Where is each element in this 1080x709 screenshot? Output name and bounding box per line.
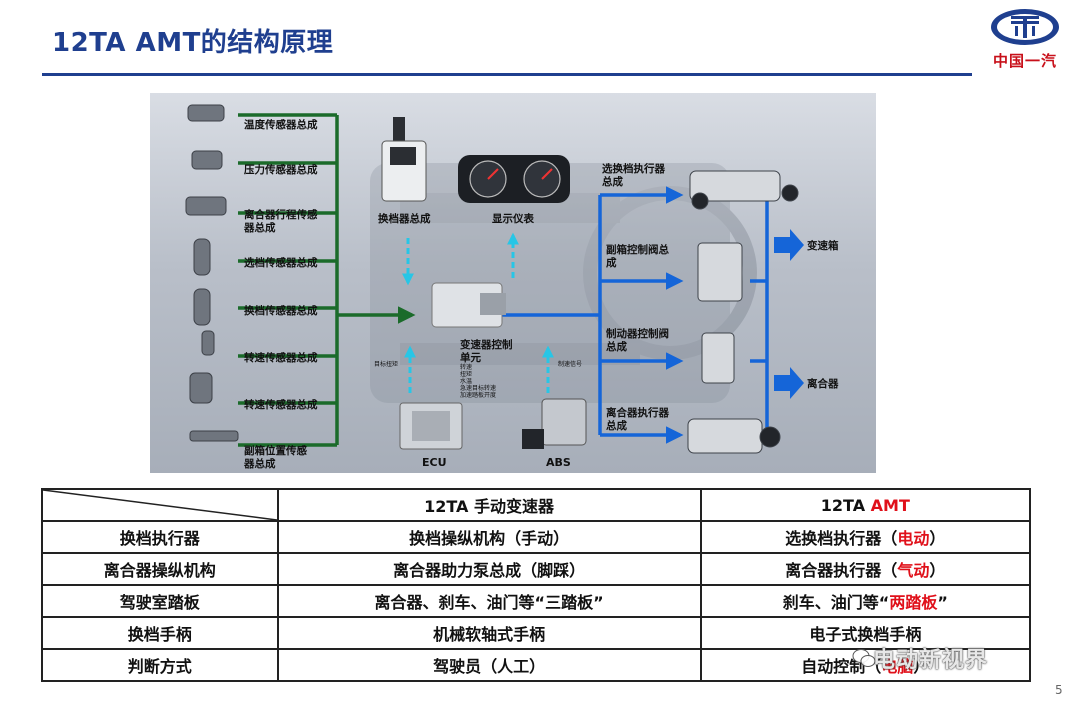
amt-structure-diagram: 温度传感器总成 压力传感器总成 离合器行程传感 器总成 选档传感器总成 换档传感… (150, 93, 876, 473)
actuator-label-select-shift: 选换档执行器 总成 (602, 163, 665, 188)
tcu-signal: 水温 (460, 378, 473, 385)
row-amt-red: 两踏板 (889, 593, 938, 612)
row-manual: 换档操纵机构（手动） (276, 520, 702, 554)
sensor-label-aux-position: 副箱位置传感 器总成 (244, 445, 307, 470)
actuator-icons (687, 170, 799, 454)
tcu-signal: 加速踏板开度 (460, 392, 497, 399)
row-amt-pre: 离合器执行器（ (785, 561, 898, 580)
row-amt-post: ” (937, 593, 948, 612)
ecu-label: ECU (422, 456, 447, 469)
header-amt: 12TA AMT (699, 488, 1032, 522)
clutch-arrow (774, 367, 804, 399)
table-row: 驾驶室踏板 离合器、刹车、油门等“三踏板” 刹车、油门等“两踏板” (41, 584, 1032, 618)
brand-text: 中国一汽 (992, 52, 1057, 70)
row-amt-red: 气动 (897, 561, 930, 580)
row-manual: 机械软轴式手柄 (276, 616, 702, 650)
sensor-label-select: 选档传感器总成 (244, 257, 318, 269)
comparison-table: 12TA 手动变速器 12TA AMT 换档执行器 换档操纵机构（手动） 选换档… (41, 488, 1032, 682)
row-amt-red: 电脑 (881, 657, 914, 676)
output-gearbox: 变速箱 (807, 240, 839, 252)
table-row: 换档执行器 换档操纵机构（手动） 选换档执行器（电动） (41, 520, 1032, 554)
actuator-label-aux-valve: 副箱控制阀总 成 (606, 244, 669, 269)
row-label: 换档手柄 (41, 616, 279, 650)
row-amt: 离合器执行器（气动） (699, 552, 1032, 586)
page-title: 12TA AMT的结构原理 (52, 28, 334, 58)
header-amt-prefix: 12TA (820, 495, 871, 515)
wechat-icon (852, 649, 876, 667)
row-amt-post: ） (929, 529, 946, 548)
sensor-label-shift: 换档传感器总成 (244, 305, 318, 317)
row-manual: 离合器、刹车、油门等“三踏板” (276, 584, 702, 618)
row-amt-red: 电动 (897, 529, 930, 548)
abs-label: ABS (546, 456, 571, 469)
faw-logo: 中国一汽 (975, 6, 1075, 76)
row-amt-pre: 选换档执行器（ (785, 529, 898, 548)
signal-lines (402, 232, 554, 393)
table-row: 离合器操纵机构 离合器助力泵总成（脚踩） 离合器执行器（气动） (41, 552, 1032, 586)
row-label: 换档执行器 (41, 520, 279, 554)
row-label: 判断方式 (41, 648, 279, 682)
tcu-icon (431, 282, 506, 328)
target-torque-label: 目标扭矩 (374, 361, 399, 368)
tcu-label: 变速器控制 单元 (460, 339, 513, 364)
header-manual: 12TA 手动变速器 (276, 488, 702, 522)
diagonal-divider (43, 490, 277, 520)
row-label: 离合器操纵机构 (41, 552, 279, 586)
watermark: 电动新视界 (873, 648, 989, 673)
ecu-icon (399, 402, 463, 450)
header-amt-highlight: AMT (870, 495, 910, 515)
row-manual: 离合器助力泵总成（脚踩） (276, 552, 702, 586)
dashboard-icon (458, 155, 570, 203)
brake-signal-label: 制速信号 (558, 361, 583, 368)
gearbox-background (370, 163, 757, 403)
row-amt: 刹车、油门等“两踏板” (699, 584, 1032, 618)
title-underline (42, 73, 972, 76)
gearbox-arrow (774, 229, 804, 261)
sensor-icons (185, 104, 239, 442)
faw-emblem-icon (991, 9, 1059, 45)
sensor-label-temperature: 温度传感器总成 (244, 119, 318, 131)
tcu-signal: 转速 (460, 364, 473, 371)
actuator-label-clutch: 离合器执行器 总成 (606, 407, 669, 432)
table-header-row: 12TA 手动变速器 12TA AMT (41, 488, 1032, 522)
sensor-bus (238, 113, 416, 447)
page-number: 5 (1055, 683, 1063, 697)
row-amt-post: ） (913, 657, 930, 676)
actuator-label-brake-valve: 制动器控制阀 总成 (606, 328, 669, 353)
row-amt: 电子式换档手柄 (699, 616, 1032, 650)
sensor-label-speed-1: 转速传感器总成 (244, 352, 318, 364)
shifter-label: 换档器总成 (378, 213, 431, 225)
sensor-label-speed-2: 转速传感器总成 (244, 399, 318, 411)
row-manual: 驾驶员（人工） (276, 648, 702, 682)
tcu-signal: 急速目标转速 (460, 385, 497, 392)
table-row: 换档手柄 机械软轴式手柄 电子式换档手柄 (41, 616, 1032, 650)
row-amt-post: ） (929, 561, 946, 580)
row-label: 驾驶室踏板 (41, 584, 279, 618)
abs-icon (522, 398, 587, 449)
table-corner-cell (41, 488, 279, 522)
row-amt-pre: 电子式换档手柄 (809, 625, 922, 644)
sensor-label-pressure: 压力传感器总成 (244, 164, 318, 176)
row-amt: 选换档执行器（电动） (699, 520, 1032, 554)
sensor-label-clutch-travel: 离合器行程传感 器总成 (244, 209, 318, 234)
output-clutch: 离合器 (807, 378, 839, 390)
display-label: 显示仪表 (492, 213, 534, 225)
tcu-signal: 扭矩 (460, 371, 473, 378)
tcu-signal-list: 转速 扭矩 水温 急速目标转速 加速踏板开度 (460, 364, 496, 399)
shifter-icon (381, 117, 427, 202)
row-amt-pre: 刹车、油门等“ (782, 593, 890, 612)
diagram-graphics (185, 104, 804, 454)
